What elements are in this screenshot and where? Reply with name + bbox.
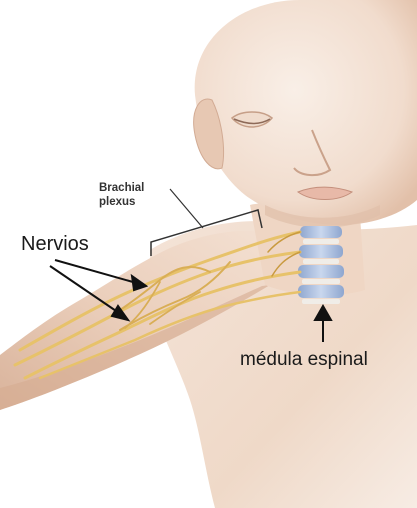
nerves-label: Nervios	[21, 232, 89, 256]
spinal-cord-vertebrae	[298, 226, 344, 304]
brachial-plexus-label-line2: plexus	[99, 195, 144, 209]
brachial-plexus-label-line1: Brachial	[99, 181, 144, 195]
brachial-leader-line	[170, 189, 203, 228]
brachial-plexus-label: Brachial plexus	[99, 181, 144, 209]
spinal-cord-label: médula espinal	[240, 349, 368, 371]
